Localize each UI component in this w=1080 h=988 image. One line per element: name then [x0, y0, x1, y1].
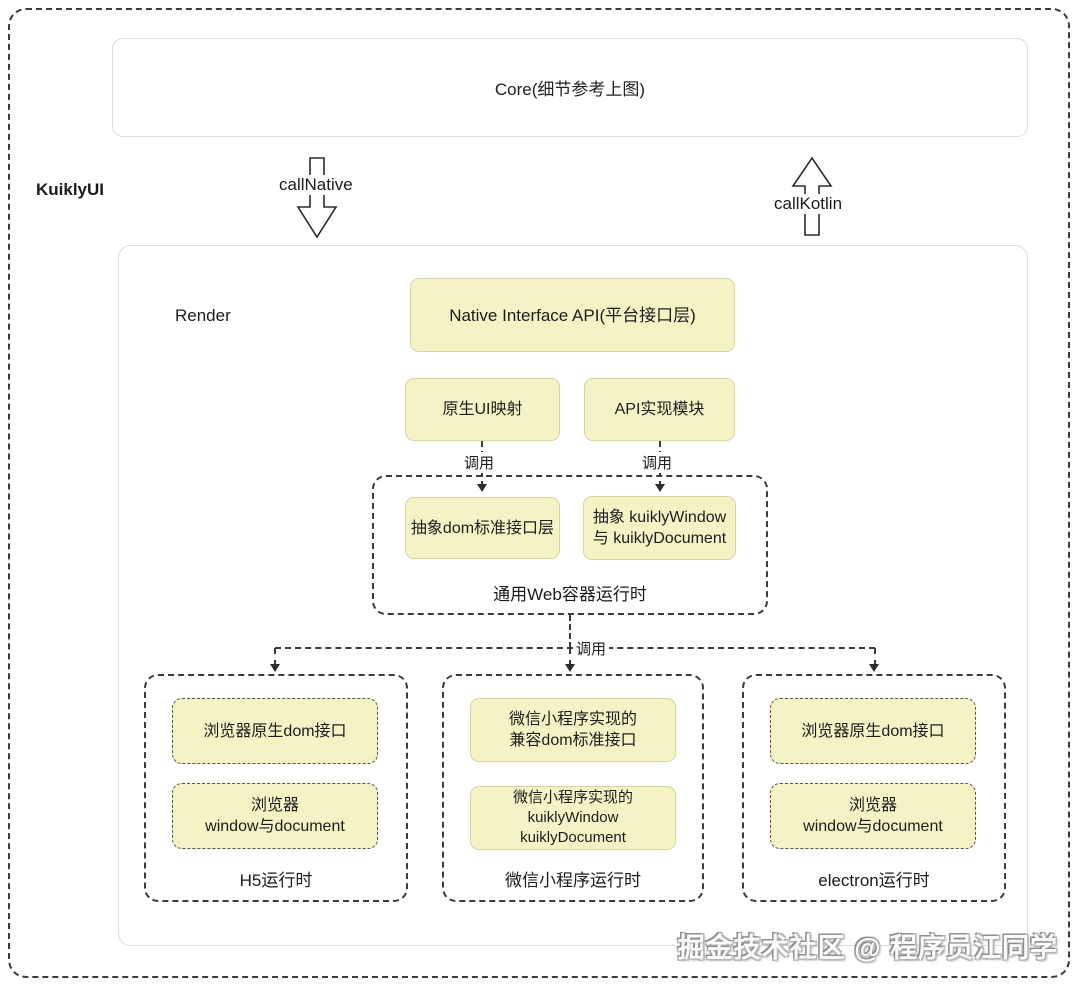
native-ui-mapping-box: 原生UI映射 [405, 378, 560, 441]
h5-dom-label: 浏览器原生dom接口 [203, 722, 347, 740]
wechat-window-box: 微信小程序实现的 kuiklyWindow kuiklyDocument [470, 786, 676, 850]
render-label: Render [175, 306, 231, 325]
native-interface-api-label: Native Interface API(平台接口层) [449, 305, 696, 325]
web-container-title: 通用Web容器运行时 [493, 585, 647, 604]
api-module-box: API实现模块 [584, 378, 735, 441]
native-interface-api-box: Native Interface API(平台接口层) [410, 278, 735, 352]
h5-window-box: 浏览器 window与document [172, 783, 378, 849]
kuiklyui-label: KuiklyUI [36, 180, 105, 199]
call-label-branch: 调用 [573, 638, 610, 659]
connector-apimod-arrowhead-icon [655, 484, 665, 492]
outer-dashed-border [8, 8, 1070, 978]
abstract-window-line2: 与 kuiklyDocument [592, 530, 727, 547]
wechat-runtime-box [442, 674, 704, 902]
branch-left-arrowhead-icon [270, 664, 280, 672]
h5-dom-box: 浏览器原生dom接口 [172, 698, 378, 764]
electron-runtime-box [742, 674, 1006, 902]
branch-left-line [274, 648, 276, 666]
call-label-apimod: 调用 [639, 452, 676, 473]
electron-dom-label: 浏览器原生dom接口 [801, 722, 945, 740]
branch-right-line [874, 648, 876, 666]
wechat-window-line2: kuiklyWindow [527, 809, 619, 826]
abstract-window-line1: 抽象 kuiklyWindow [592, 509, 727, 526]
connector-uimap-arrowhead-icon [477, 484, 487, 492]
core-box: Core(细节参考上图) [112, 38, 1028, 137]
call-label-uimap: 调用 [461, 452, 498, 473]
call-kotlin-label: callKotlin [770, 194, 847, 214]
wechat-window-line3: kuiklyDocument [520, 829, 626, 846]
electron-window-box: 浏览器 window与document [770, 783, 976, 849]
web-container-box [372, 475, 768, 615]
abstract-dom-label: 抽象dom标准接口层 [410, 519, 555, 537]
wechat-dom-box: 微信小程序实现的 兼容dom标准接口 [470, 698, 676, 762]
h5-runtime-title: H5运行时 [239, 871, 313, 890]
wechat-runtime-title: 微信小程序运行时 [505, 871, 641, 890]
h5-window-line1: 浏览器 [250, 797, 299, 814]
core-label: Core(细节参考上图) [494, 80, 646, 99]
branch-mid-line [569, 648, 571, 666]
electron-dom-box: 浏览器原生dom接口 [770, 698, 976, 764]
native-ui-mapping-label: 原生UI映射 [442, 401, 523, 418]
branch-mid-arrowhead-icon [565, 664, 575, 672]
electron-window-line2: window与document [803, 818, 943, 835]
electron-window-line1: 浏览器 [848, 797, 897, 814]
abstract-window-box: 抽象 kuiklyWindow 与 kuiklyDocument [583, 496, 736, 560]
branch-right-arrowhead-icon [869, 664, 879, 672]
call-native-arrow-down-icon [296, 157, 338, 239]
api-module-label: API实现模块 [614, 401, 705, 418]
watermark: 掘金技术社区 @ 程序员江同学 [677, 933, 1058, 963]
h5-runtime-box [144, 674, 408, 902]
wechat-dom-line2: 兼容dom标准接口 [509, 732, 637, 749]
abstract-dom-box: 抽象dom标准接口层 [405, 497, 560, 559]
wechat-window-line1: 微信小程序实现的 [512, 789, 633, 806]
call-native-label: callNative [275, 175, 357, 195]
h5-window-line2: window与document [205, 818, 345, 835]
branch-stem-line [569, 615, 571, 648]
wechat-dom-line1: 微信小程序实现的 [508, 711, 637, 728]
electron-runtime-title: electron运行时 [818, 871, 930, 890]
